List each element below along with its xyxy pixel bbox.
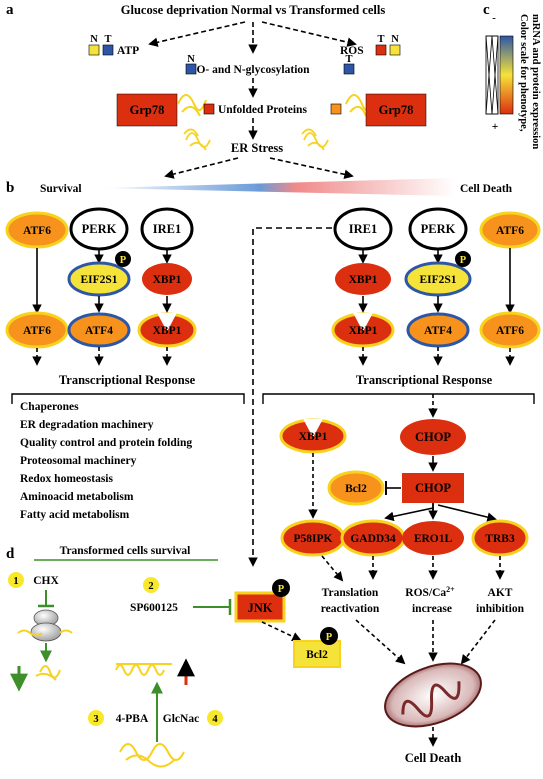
chop-oval: CHOP xyxy=(415,430,451,444)
step-3-badge: 3 xyxy=(93,714,98,725)
ire1-left: IRE1 xyxy=(153,222,181,236)
glycosylation-label: O- and N-glycosylation xyxy=(196,64,310,76)
xbp1-spliced-right: XBP1 xyxy=(349,325,378,337)
survival-item-0: Chaperones xyxy=(20,401,79,413)
xbp1-spliced-death: XBP1 xyxy=(299,431,328,443)
survival-item-1: ER degradation machinery xyxy=(20,419,154,431)
akt-line2: inhibition xyxy=(476,603,525,615)
unfolded-protein-right xyxy=(301,128,329,151)
folded-protein xyxy=(115,663,172,676)
perk-right: PERK xyxy=(421,222,456,236)
panel-a: Glucose deprivation Normal vs Transforme… xyxy=(88,3,427,180)
transcriptional-response-left: Transcriptional Response xyxy=(59,373,196,387)
atp-n-label: N xyxy=(90,34,98,45)
survival-item-5: Aminoacid metabolism xyxy=(20,491,134,503)
scale-label-line2: mRNA and protein expression xyxy=(530,14,541,149)
transcriptional-response-right: Transcriptional Response xyxy=(356,373,493,387)
gadd34: GADD34 xyxy=(350,533,396,545)
eif2s1-right: EIF2S1 xyxy=(419,274,456,286)
ros-indicator: ROS T N xyxy=(340,34,401,57)
scale-plus: + xyxy=(492,121,499,133)
survival-death-gradient xyxy=(100,178,455,196)
atf6-left-bottom: ATF6 xyxy=(23,325,51,337)
panel-label-d: d xyxy=(6,546,15,562)
bcl2-death: Bcl2 xyxy=(345,483,367,495)
survival-item-3: Proteosomal machinery xyxy=(20,455,137,467)
ero1l: ERO1L xyxy=(414,533,453,545)
panel-label-b: b xyxy=(6,180,14,196)
eif2s1-right-phospho: P xyxy=(460,255,467,266)
survival-item-6: Fatty acid metabolism xyxy=(20,509,130,521)
cell-death-final: Cell Death xyxy=(405,751,462,765)
grp78-left: Grp78 xyxy=(116,93,207,127)
trb3: TRB3 xyxy=(485,533,515,545)
step-4-badge: 4 xyxy=(212,714,218,725)
glcnac-label: GlcNac xyxy=(163,713,199,725)
unfolded-protein-cluster xyxy=(119,743,185,768)
scale-label-line1: Color scale for phenotype, xyxy=(518,14,529,132)
survival-target-list: Chaperones ER degradation machinery Qual… xyxy=(20,401,192,521)
panel-b: Survival Cell Death ATF6 ATF6 PERK EIF2S… xyxy=(5,178,541,765)
er-stress-label: ER Stress xyxy=(231,141,283,155)
glyc-n-label: N xyxy=(187,54,195,65)
jnk-phospho: P xyxy=(278,584,285,595)
ros-ca-line1: ROS/Ca2+ xyxy=(405,585,455,600)
step-2-badge: 2 xyxy=(148,581,153,592)
survival-item-2: Quality control and protein folding xyxy=(20,437,192,449)
ros-t-label: T xyxy=(377,34,384,45)
atf4-right: ATF4 xyxy=(424,325,452,337)
perk-left: PERK xyxy=(82,222,117,236)
panel-label-c: c xyxy=(483,2,490,18)
scale-minus: - xyxy=(492,13,496,24)
glyc-t-label: T xyxy=(345,54,352,65)
translation-line2: reactivation xyxy=(321,603,380,615)
survival-label: Survival xyxy=(40,183,82,195)
translation-line1: Translation xyxy=(322,587,379,599)
akt-line1: AKT xyxy=(488,587,513,599)
grp78-right: Grp78 xyxy=(345,93,427,127)
xbp1-left: XBP1 xyxy=(153,274,182,286)
atp-indicator: N T ATP xyxy=(88,34,139,57)
grp78-right-label: Grp78 xyxy=(379,103,414,117)
glycosylation-indicator: N O- and N-glycosylation T xyxy=(185,54,355,76)
xbp1-spliced-left: XBP1 xyxy=(153,325,182,337)
ribosome xyxy=(17,609,73,642)
panel-label-a: a xyxy=(6,2,14,18)
cell-death-label: Cell Death xyxy=(460,183,513,195)
atp-label: ATP xyxy=(117,45,139,57)
xbp1-right: XBP1 xyxy=(349,274,378,286)
chx-label: CHX xyxy=(33,575,59,587)
mitochondrion xyxy=(384,662,482,728)
unfolded-proteins-label: Unfolded Proteins xyxy=(218,104,307,116)
protein-reduced xyxy=(35,665,61,681)
ire1-right: IRE1 xyxy=(349,222,377,236)
jnk: JNK xyxy=(248,601,273,615)
sp600125-label: SP600125 xyxy=(130,602,178,614)
p58ipk: P58IPK xyxy=(294,533,333,545)
eif2s1-left: EIF2S1 xyxy=(80,274,117,286)
atf4-left: ATF4 xyxy=(85,325,113,337)
bcl2-phospho-badge: P xyxy=(326,632,333,643)
chop-box: CHOP xyxy=(415,481,451,495)
survival-item-4: Redox homeostasis xyxy=(20,473,113,485)
unfolded-protein-left xyxy=(183,128,211,151)
bcl2-phospho: Bcl2 xyxy=(306,649,328,661)
grp78-left-label: Grp78 xyxy=(130,103,165,117)
atf6-right-bottom: ATF6 xyxy=(496,325,524,337)
atf6-right-top: ATF6 xyxy=(496,225,524,237)
atf6-left-top: ATF6 xyxy=(23,225,51,237)
ire1-jnk-connector xyxy=(248,227,332,567)
panel-d: Transformed cells survival 1 CHX 2 SP600… xyxy=(8,545,341,768)
ros-n-label: N xyxy=(391,34,399,45)
step-1-badge: 1 xyxy=(13,576,18,587)
four-pba-label: 4-PBA xyxy=(116,713,149,725)
panel-d-title: Transformed cells survival xyxy=(60,545,191,557)
ros-ca-line2: increase xyxy=(412,603,452,615)
eif2s1-left-phospho: P xyxy=(120,255,127,266)
atp-t-label: T xyxy=(104,34,111,45)
panel-a-title: Glucose deprivation Normal vs Transforme… xyxy=(121,3,386,17)
color-scale: - + Color scale for phenotype, mRNA and … xyxy=(485,13,541,149)
ros-label: ROS xyxy=(340,45,364,57)
